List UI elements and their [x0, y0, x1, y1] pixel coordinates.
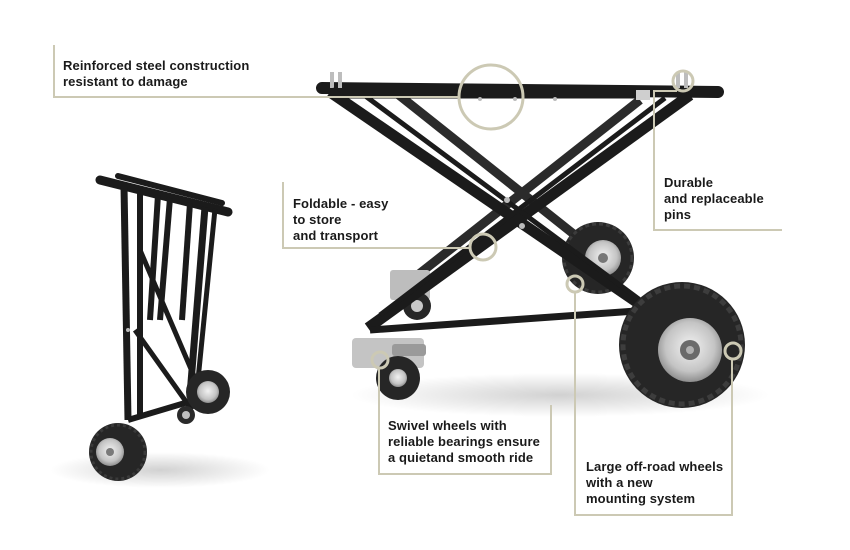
callout-pins-line3: pins	[664, 207, 692, 222]
callout-swivel: Swivel wheels with reliable bearings ens…	[388, 418, 540, 466]
swivel-highlight-circle	[370, 350, 390, 370]
callout-foldable-line3: and transport	[293, 228, 379, 243]
front-caster-wheel	[352, 338, 426, 400]
callout-swivel-line3: a quietand smooth ride	[388, 450, 534, 465]
foldable-leader-vertical	[282, 182, 284, 249]
callout-steel: Reinforced steel construction resistant …	[63, 58, 249, 90]
swivel-leader-right	[550, 405, 552, 475]
offroad-right-highlight-circle	[723, 341, 743, 361]
callout-foldable: Foldable - easy to store and transport	[293, 196, 388, 244]
callout-pins-line2: and replaceable	[664, 191, 764, 206]
front-large-wheel	[619, 282, 745, 408]
open-stand	[316, 72, 770, 417]
offroad-leader-left	[574, 292, 576, 516]
steel-leader-vertical	[53, 45, 55, 98]
callout-swivel-line2: reliable bearings ensure	[388, 434, 540, 449]
pins-leader-top	[653, 90, 677, 92]
callout-foldable-line1: Foldable - easy	[293, 196, 389, 211]
folded-stand-caster	[177, 406, 195, 424]
offroad-leader-right	[731, 359, 733, 516]
folded-stand-front-wheel	[89, 423, 147, 481]
callout-offroad-line2: with a new	[586, 475, 653, 490]
swivel-leader-vertical	[378, 368, 380, 475]
callout-offroad-line3: mounting system	[586, 491, 696, 506]
offroad-leader-bottom	[574, 514, 733, 516]
callout-foldable-line2: to store	[293, 212, 342, 227]
callout-pins-line1: Durable	[664, 175, 714, 190]
callout-swivel-line1: Swivel wheels with	[388, 418, 507, 433]
foldable-leader-horizontal	[282, 247, 471, 249]
callout-offroad: Large off-road wheels with a new mountin…	[586, 459, 723, 507]
pins-highlight-circle	[671, 69, 695, 93]
pins-leader-vertical	[653, 90, 655, 231]
callout-steel-line1: Reinforced steel construction	[63, 58, 250, 73]
callout-offroad-line1: Large off-road wheels	[586, 459, 724, 474]
folded-stand-rear-wheel	[186, 370, 230, 414]
steel-leader-horizontal	[53, 96, 460, 98]
pins-leader-bottom	[653, 229, 782, 231]
callout-pins: Durable and replaceable pins	[664, 175, 764, 223]
folded-stand	[50, 173, 270, 488]
callout-steel-line2: resistant to damage	[63, 74, 188, 89]
swivel-leader-horizontal	[378, 473, 552, 475]
